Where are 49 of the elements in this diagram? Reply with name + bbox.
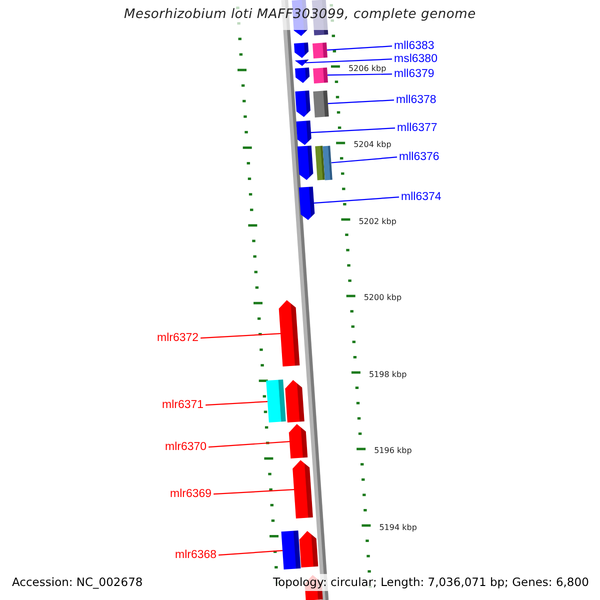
feature-box xyxy=(322,146,332,180)
feature-box xyxy=(266,379,286,423)
gene-marker xyxy=(299,531,318,568)
scale-label: 5202 kbp xyxy=(358,216,396,226)
gene-label: mll6374 xyxy=(399,190,444,204)
gene-label: mlr6369 xyxy=(168,488,214,501)
gene-label: mlr6370 xyxy=(163,440,209,454)
leader-line xyxy=(200,333,281,339)
leader-line xyxy=(314,196,400,204)
gene-label: mll6378 xyxy=(394,94,438,107)
scale-label: 5206 kbp xyxy=(348,64,386,73)
feature-box xyxy=(315,146,325,180)
leader-line xyxy=(328,100,394,104)
gene-label: msl6380 xyxy=(392,52,440,66)
leader-line xyxy=(326,46,392,51)
leader-line xyxy=(218,550,283,556)
leader-line xyxy=(310,128,396,134)
gene-label: mlr6368 xyxy=(173,548,219,562)
feature-box xyxy=(313,90,329,118)
feature-box xyxy=(281,530,301,570)
gene-label: mll6379 xyxy=(392,68,436,81)
scale-label: 5194 kbp xyxy=(379,522,417,532)
leader-line xyxy=(208,441,290,448)
leader-line xyxy=(327,74,392,76)
feature-box xyxy=(313,68,328,84)
leader-line xyxy=(305,58,392,64)
gene-label: mll6383 xyxy=(392,40,436,53)
gene-label: mlr6372 xyxy=(155,332,201,345)
gene-marker xyxy=(288,424,308,459)
gene-marker xyxy=(297,146,314,180)
leader-line xyxy=(214,489,294,495)
genome-info-text: Topology: circular; Length: 7,036,071 bp; Genes: 6,800 xyxy=(271,574,591,591)
scale-label: 5196 kbp xyxy=(374,446,412,456)
gene-label: mll6376 xyxy=(397,150,442,164)
scale-label: 5198 kbp xyxy=(368,370,407,379)
leader-line xyxy=(331,156,398,164)
gene-label: mlr6371 xyxy=(160,398,206,412)
leader-line xyxy=(206,401,268,406)
gene-marker xyxy=(295,90,310,117)
gene-marker xyxy=(298,186,315,220)
gene-marker xyxy=(278,300,300,366)
accession-text: Accession: NC_002678 xyxy=(11,574,144,591)
gene-label: mll6377 xyxy=(395,122,440,135)
feature-box xyxy=(312,42,328,58)
gene-marker xyxy=(292,460,313,518)
gene-marker xyxy=(296,120,312,145)
scale-label: 5204 kbp xyxy=(354,140,392,150)
scale-label: 5200 kbp xyxy=(364,293,402,302)
gene-marker xyxy=(285,380,304,423)
